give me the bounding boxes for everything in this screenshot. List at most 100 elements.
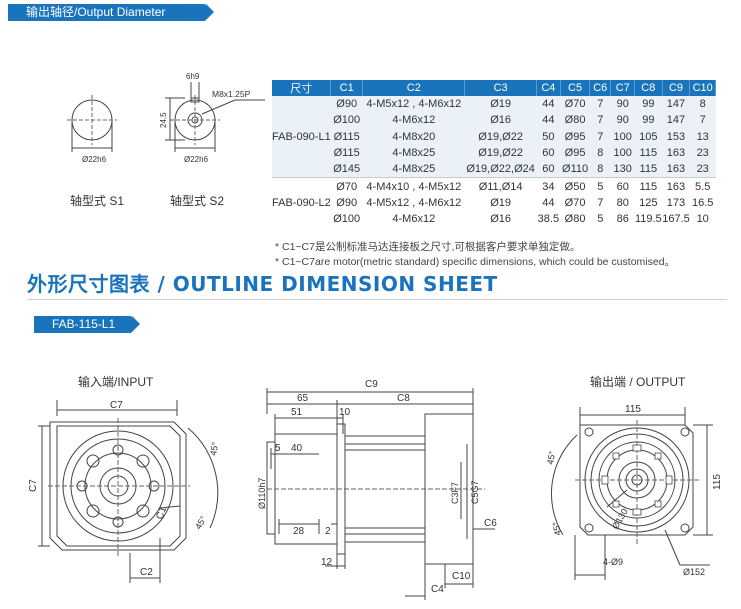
table-cell: 99 [634, 112, 663, 129]
table-cell: 4-M5x12 , 4-M6x12 [362, 194, 465, 212]
table-cell: 23 [689, 144, 716, 162]
input-angle-45-top: 45° [208, 441, 220, 457]
table-cell: Ø90 [330, 194, 363, 212]
side-c6: C6 [484, 518, 497, 529]
table-cell: 130 [610, 161, 635, 178]
table-cell: 34 [536, 177, 561, 195]
note-en: * C1~C7are motor(metric standard) specif… [275, 256, 676, 268]
side-dim-51: 51 [291, 407, 303, 418]
table-cell: 147 [662, 96, 690, 113]
table-cell: 115 [634, 161, 663, 178]
table-cell: Ø16 [464, 211, 537, 228]
table-cell: 163 [662, 177, 690, 195]
table-cell: Ø90 [330, 96, 363, 113]
table-row: Ø100 4-M6x12 Ø16 44 Ø80 7 90 99 147 7 [272, 112, 716, 129]
table-cell: 153 [662, 128, 690, 145]
table-cell: Ø16 [464, 112, 537, 129]
header-c8: C8 [634, 80, 663, 96]
shaft-s1-dia: Ø22h6 [82, 155, 107, 164]
side-dim-28: 28 [293, 526, 305, 537]
table-cell: 5 [589, 211, 611, 228]
table-cell: Ø70 [560, 96, 590, 113]
side-dim-10: 10 [339, 407, 351, 418]
table-cell: 4-M8x25 [362, 144, 465, 162]
shaft-s1-caption: 轴型式 S1 [70, 194, 125, 208]
table-cell: 4-M6x12 [362, 211, 465, 228]
table-cell: Ø19,Ø22,Ø24 [464, 161, 537, 178]
table-cell: Ø80 [560, 112, 590, 129]
table-cell: Ø100 [330, 211, 363, 228]
spec-table-header: 尺寸 C1 C2 C3 C4 C5 C6 C7 C8 C9 C10 [272, 80, 716, 96]
output-width-115: 115 [625, 404, 641, 415]
side-dim-5: 5 [275, 443, 281, 454]
table-row: FAB-090-L2 Ø70 4-M4x10 , 4-M5x12 Ø11,Ø14… [272, 177, 716, 228]
table-cell: Ø115 [330, 144, 363, 162]
table-cell: 7 [589, 112, 611, 129]
table-row: Ø115 4-M8x20 Ø19,Ø22 50 Ø95 7 100 105 15… [272, 128, 716, 145]
table-cell: 115 [634, 144, 663, 162]
table-cell: 4-M6x12 [362, 112, 465, 129]
spec-table: 尺寸 C1 C2 C3 C4 C5 C6 C7 C8 C9 C10 FAB-09… [272, 80, 716, 228]
table-cell: 4-M8x25 [362, 161, 465, 178]
table-cell: 4-M5x12 , 4-M6x12 [362, 96, 465, 113]
table-cell: 23 [689, 161, 716, 178]
table-cell: 44 [536, 194, 561, 212]
table-cell: 44 [536, 96, 561, 113]
table-cell: Ø11,Ø14 [464, 177, 537, 195]
table-cell: 8 [589, 144, 611, 162]
output-holes: 4-Ø9 [603, 557, 623, 567]
input-c7-side: C7 [28, 479, 39, 492]
table-cell: 4-M8x20 [362, 128, 465, 145]
table-cell: 8 [589, 161, 611, 178]
table-cell: 50 [536, 128, 561, 145]
spec-table-body: FAB-090-L1 Ø90 4-M5x12 , 4-M6x12 Ø19 44 … [272, 96, 716, 228]
table-cell: 16.5 [689, 194, 716, 212]
table-cell: Ø95 [560, 144, 590, 162]
input-view-caption: 输入端/INPUT [78, 375, 154, 389]
table-cell: 119.5 [634, 211, 663, 228]
table-cell: 60 [610, 177, 635, 195]
output-height-115: 115 [712, 474, 723, 490]
table-cell: Ø19,Ø22 [464, 144, 537, 162]
header-c7: C7 [610, 80, 636, 96]
side-dim-110: Ø110h7 [257, 478, 267, 509]
side-c8: C8 [397, 393, 410, 404]
table-cell: 8 [689, 96, 716, 113]
table-cell: Ø110 [560, 161, 590, 178]
side-view-drawing: C9 C8 65 51 10 5 40 Ø110h7 28 2 12 C3F7 … [257, 379, 497, 600]
table-cell: 80 [610, 194, 635, 212]
side-dim-40: 40 [291, 443, 303, 454]
side-c9: C9 [365, 379, 378, 390]
header-c10: C10 [689, 80, 716, 96]
input-c7-top: C7 [110, 400, 123, 411]
table-cell: 5.5 [689, 177, 716, 195]
table-cell: Ø95 [560, 128, 590, 145]
table-cell: 13 [689, 128, 716, 145]
side-c3: C3F7 [450, 482, 460, 504]
table-cell: 38.5 [536, 211, 561, 228]
output-view-drawing: 115 115 45° 45° Ø130 4-Ø9 Ø152 [545, 404, 723, 580]
output-angle-45-top: 45° [545, 450, 557, 466]
shaft-s2-caption: 轴型式 S2 [170, 194, 225, 208]
side-c4: C4 [431, 584, 444, 595]
table-cell: Ø80 [560, 211, 590, 228]
input-c1: C1 [154, 505, 169, 521]
table-cell: 163 [662, 144, 690, 162]
side-c5: C5G7 [470, 480, 480, 504]
shaft-s1-drawing [67, 95, 117, 152]
table-cell: 7 [589, 96, 611, 113]
table-cell: 7 [689, 112, 716, 129]
shaft-s2-height: 24.5 [159, 112, 168, 128]
shaft-type-drawings: Ø22h6 6h9 24.5 M8x1.25P Ø22h6 [67, 72, 265, 164]
table-cell: Ø70 [330, 177, 363, 195]
table-row: Ø145 4-M8x25 Ø19,Ø22,Ø24 60 Ø110 8 130 1… [272, 161, 716, 178]
table-cell: 105 [634, 128, 663, 145]
table-row: Ø100 4-M6x12 Ø16 38.5 Ø80 5 86 119.5 167… [272, 211, 716, 228]
table-cell: Ø19 [464, 96, 537, 113]
header-c9: C9 [662, 80, 691, 96]
table-cell: 100 [610, 128, 635, 145]
table-cell: 10 [689, 211, 716, 228]
model-banner: FAB-115-L1 [34, 316, 140, 333]
side-c10: C10 [452, 571, 471, 582]
table-cell: 90 [610, 112, 635, 129]
